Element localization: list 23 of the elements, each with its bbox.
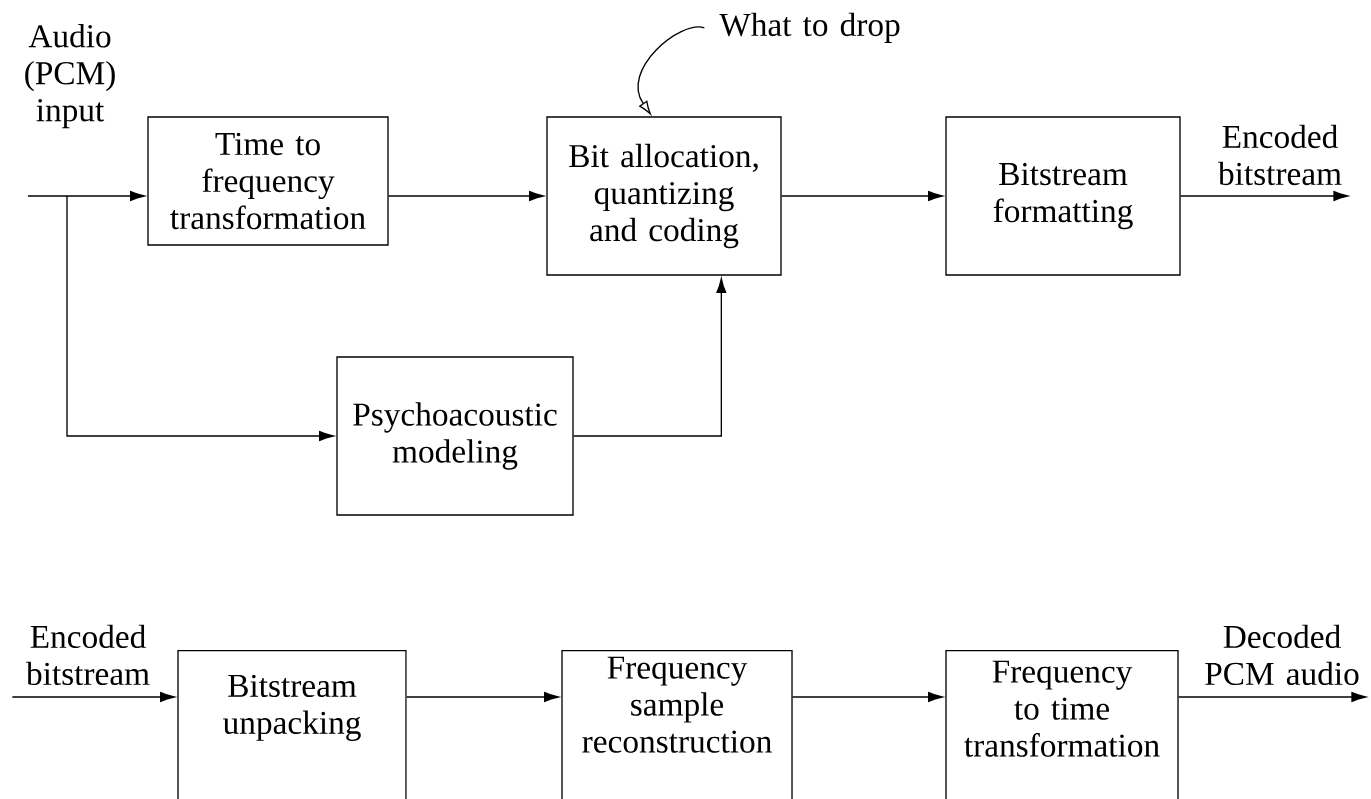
arrow [1180,191,1348,201]
arrow [27,191,145,201]
terminal-label: Encoded bitstream [26,624,150,686]
terminal-label: What to drop [719,12,900,43]
process-box: Bitstream unpacking [177,650,407,799]
process-box: Frequency sample reconstruction [561,650,793,799]
edge-label: Audio (PCM) input [25,24,115,129]
terminal-label: Decoded PCM audio [1205,624,1359,686]
arrow [11,692,175,702]
terminal-label: Encoded bitstream [1218,124,1342,186]
arrow [792,692,943,702]
process-box: Psychoacoustic modeling [336,356,574,516]
process-box: Bit allocation, quantizing and coding [546,116,782,276]
process-box: Time to frequency transformation [147,116,389,246]
arrow [781,191,943,201]
arrow [406,692,559,702]
arrow [1178,692,1366,702]
arrow [637,26,705,115]
process-box: Bitstream formatting [945,116,1181,276]
arrow [388,191,544,201]
arrow [66,195,334,441]
process-box: Frequency to time transformation [945,650,1179,799]
arrow [573,278,727,437]
